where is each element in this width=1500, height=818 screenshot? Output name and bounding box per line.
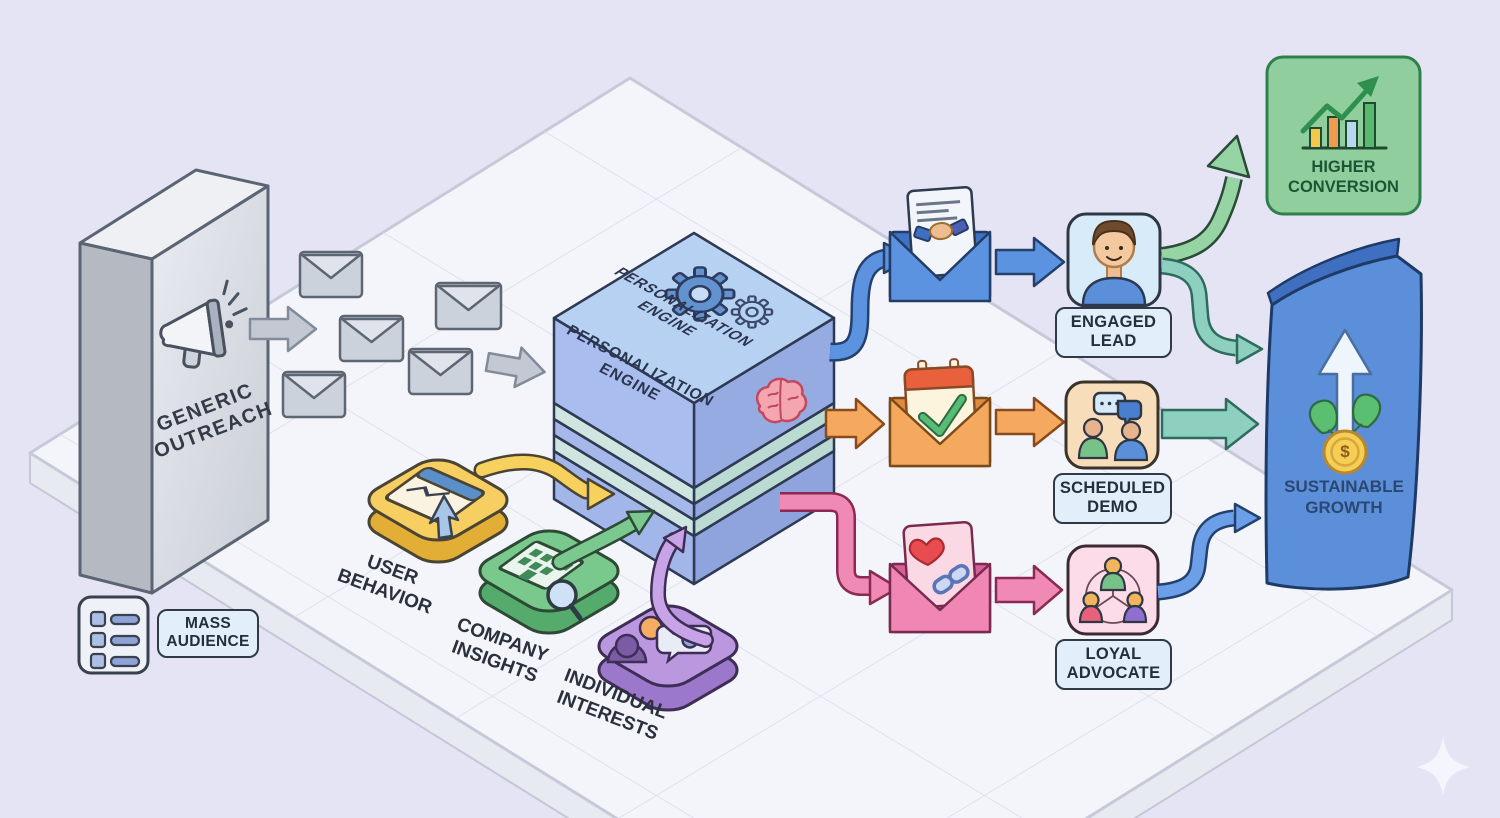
user-behavior-arrow — [473, 453, 616, 511]
envelope-icon — [281, 370, 347, 419]
company-insights-arrow — [551, 509, 656, 571]
conversion-arrow — [1160, 134, 1251, 265]
orange-output-arrow — [824, 397, 886, 450]
input-arrows — [473, 453, 714, 648]
outcome-tiles — [1064, 212, 1162, 636]
gear-icon — [730, 295, 774, 329]
brain-icon — [756, 377, 808, 424]
lead-to-growth-arrow — [1160, 257, 1264, 365]
advocate-network-icon — [1066, 544, 1160, 636]
demo-chat-icon — [1064, 380, 1160, 470]
heart-link-letter-icon — [888, 520, 992, 634]
growth-arrow-coin-icon — [1308, 328, 1382, 475]
gray-arrow — [484, 346, 546, 389]
demo-to-growth-arrow — [1160, 397, 1260, 451]
gear-icon — [664, 266, 736, 322]
result-arrows — [1157, 134, 1264, 601]
individual-interests-arrow — [649, 525, 714, 648]
generic-outreach-panel — [78, 168, 270, 595]
gray-envelopes — [281, 250, 503, 419]
envelope-icon — [407, 347, 474, 396]
email-to-outcome-arrows — [994, 236, 1066, 616]
handshake-letter-icon — [888, 186, 992, 303]
advocate-to-growth-arrow — [1157, 502, 1262, 601]
engaged-lead-avatar-icon — [1066, 212, 1162, 308]
personalized-emails — [888, 186, 992, 634]
sparkle-icon — [1417, 737, 1470, 795]
calendar-letter-icon — [888, 358, 992, 468]
megaphone-icon — [159, 279, 248, 369]
audience-list-icon — [77, 595, 150, 675]
envelope-icon — [298, 250, 364, 299]
sustainable-growth-panel — [1264, 237, 1423, 591]
user-behavior-icon — [384, 466, 485, 540]
output-arrows — [780, 241, 914, 606]
envelope-icon — [434, 281, 503, 331]
generic-flow — [248, 250, 546, 419]
company-insights-icon — [498, 540, 584, 621]
envelope-icon — [338, 314, 405, 363]
gray-arrow — [248, 305, 318, 353]
conversion-chart-icon — [1300, 76, 1388, 150]
pink-output-arrow — [780, 492, 900, 606]
higher-conversion-card — [1265, 55, 1422, 216]
